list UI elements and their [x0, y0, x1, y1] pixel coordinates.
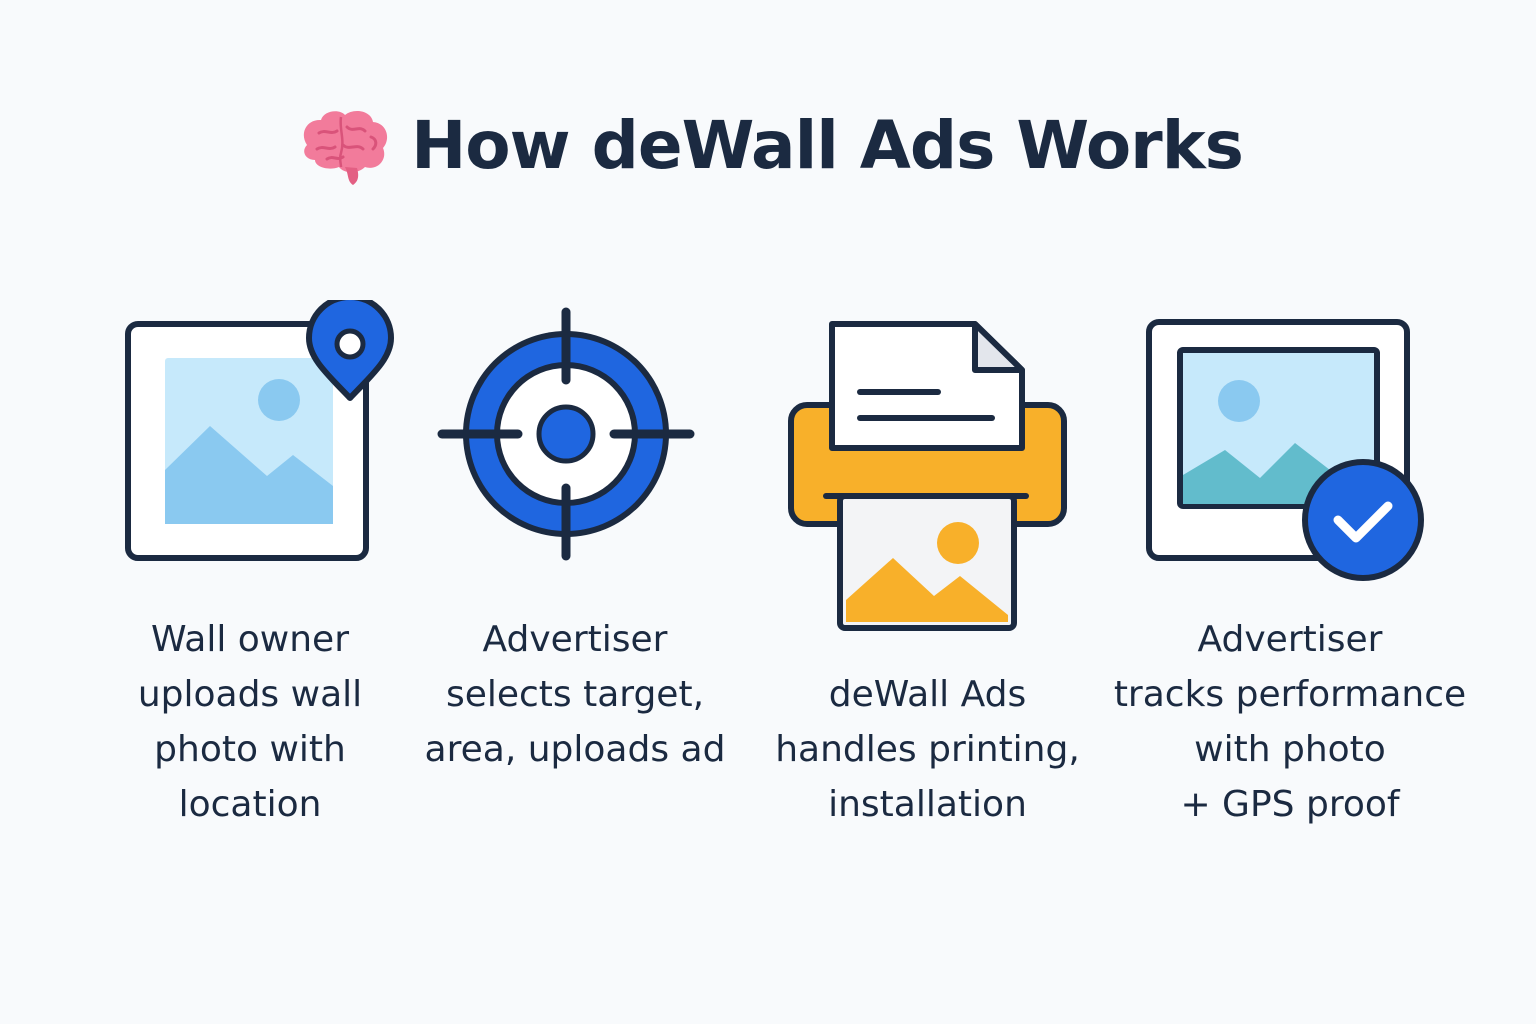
- title-text: How deWall Ads Works: [411, 106, 1244, 184]
- step-advertiser-target: Advertiser selects target, area, uploads…: [420, 300, 760, 860]
- caption-line: area, uploads ad: [424, 729, 726, 770]
- caption-line: handles printing,: [775, 729, 1080, 770]
- step-wall-owner: Wall owner uploads wall photo with locat…: [95, 300, 405, 860]
- step-caption: deWall Ads handles printing, installatio…: [770, 667, 1085, 832]
- brain-icon: [303, 110, 388, 185]
- caption-line: location: [178, 784, 322, 825]
- caption-line: uploads wall: [137, 674, 363, 715]
- caption-line: Advertiser: [482, 619, 668, 660]
- verified-photo-icon: [1146, 319, 1424, 581]
- caption-line: + GPS proof: [1180, 784, 1400, 825]
- caption-line: deWall Ads: [828, 674, 1027, 715]
- step-printing-installation: deWall Ads handles printing, installatio…: [770, 300, 1100, 860]
- page-title: How deWall Ads Works: [0, 100, 1536, 190]
- caption-line: Wall owner: [150, 619, 350, 660]
- caption-line: selects target,: [445, 674, 705, 715]
- printer-icon: [788, 321, 1067, 631]
- step-caption: Advertiser selects target, area, uploads…: [410, 612, 740, 777]
- caption-line: installation: [828, 784, 1027, 825]
- caption-line: tracks performance: [1113, 674, 1467, 715]
- step-caption: Wall owner uploads wall photo with locat…: [95, 612, 405, 832]
- caption-line: Advertiser: [1197, 619, 1383, 660]
- step-caption: Advertiser tracks performance with photo…: [1100, 612, 1480, 832]
- step-track-performance: Advertiser tracks performance with photo…: [1100, 300, 1500, 860]
- caption-line: with photo: [1194, 729, 1386, 770]
- wall-photo-location-icon: [125, 300, 394, 561]
- caption-line: photo with: [154, 729, 346, 770]
- target-crosshair-icon: [437, 307, 695, 561]
